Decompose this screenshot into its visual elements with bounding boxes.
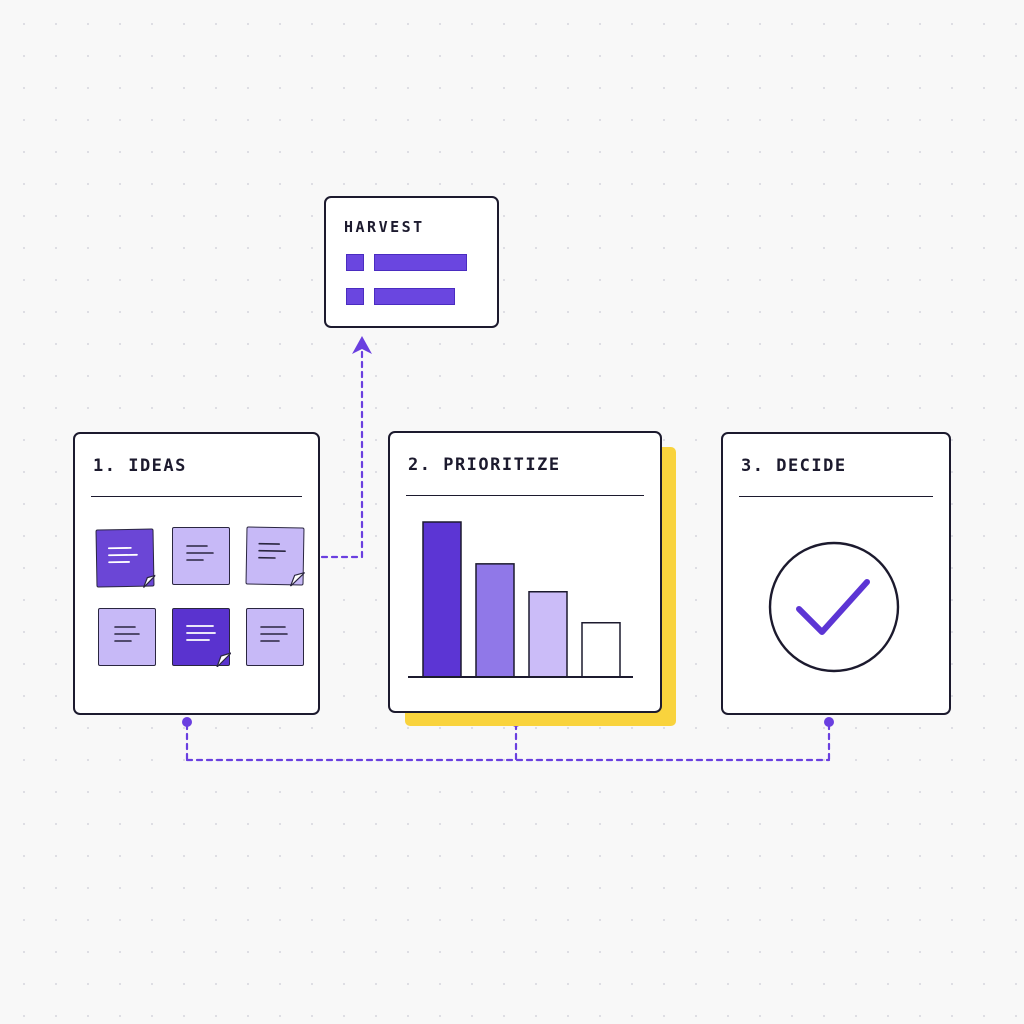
note-lines-icon [260, 626, 288, 642]
note-lines-icon [186, 625, 231, 667]
ideas-title: 1. IDEAS [93, 456, 187, 476]
prioritize-title: 2. PRIORITIZE [408, 455, 561, 475]
note-lines-icon [258, 542, 306, 587]
list-bullet-1 [346, 254, 364, 271]
bar-chart [408, 521, 633, 678]
harvest-card[interactable]: HARVEST [324, 196, 499, 328]
note-lines-icon [107, 546, 156, 589]
decide-node-dot [824, 717, 834, 727]
sticky-note[interactable] [172, 527, 230, 585]
note-lines-icon [186, 545, 214, 561]
decide-card[interactable]: 3. DECIDE [721, 432, 951, 715]
chart-bar-3 [528, 591, 568, 678]
ideas-card[interactable]: 1. IDEAS [73, 432, 320, 715]
harvest-title: HARVEST [344, 218, 425, 236]
ideas-to-harvest-connector [320, 350, 364, 559]
chart-bar-4 [581, 622, 621, 678]
list-bullet-2 [346, 288, 364, 305]
ideas-divider [91, 496, 302, 497]
prioritize-card[interactable]: 2. PRIORITIZE [388, 431, 662, 713]
chart-bar-2 [475, 563, 515, 678]
sticky-note[interactable] [95, 528, 156, 589]
sticky-note[interactable] [172, 608, 231, 667]
up-arrow-icon [352, 336, 372, 354]
prioritize-divider [406, 495, 644, 496]
chart-bar-1 [422, 521, 462, 678]
sticky-note[interactable] [245, 526, 306, 587]
list-line-2 [374, 288, 455, 305]
sticky-note[interactable] [98, 608, 156, 666]
decide-divider [739, 496, 933, 497]
note-lines-icon [114, 626, 140, 642]
sticky-note[interactable] [246, 608, 304, 666]
ideas-node-dot [182, 717, 192, 727]
check-circle-icon [768, 541, 900, 673]
decide-title: 3. DECIDE [741, 456, 847, 476]
list-line-1 [374, 254, 467, 271]
